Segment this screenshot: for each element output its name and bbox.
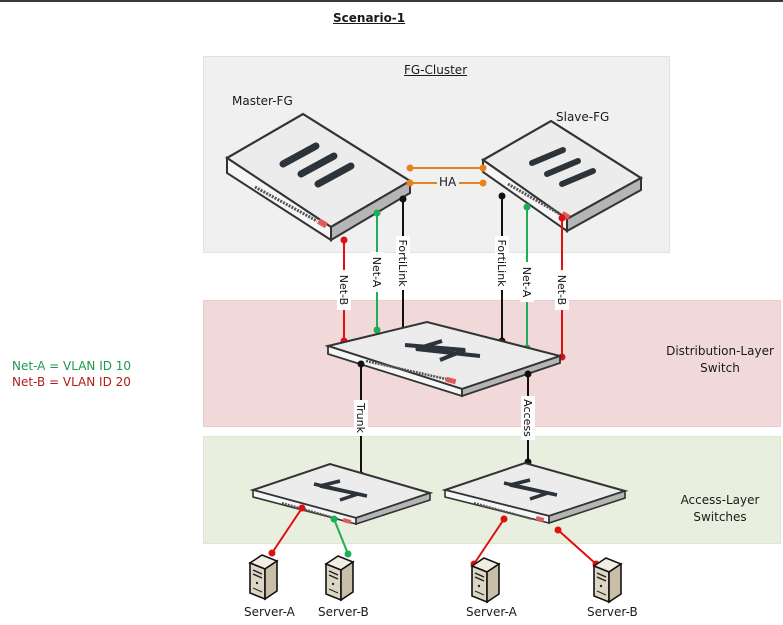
slave-fg-label: Slave-FG	[556, 110, 610, 124]
label-net-a-slave: Net-A	[520, 267, 533, 298]
fortinet-logo-icon	[317, 218, 328, 229]
label-net-b-slave: Net-B	[555, 275, 568, 305]
access-layer-label: Access-Layer Switches	[670, 492, 770, 526]
server-icon	[324, 555, 355, 602]
server-icon	[470, 557, 501, 604]
access-layer-label-line1: Access-Layer	[680, 493, 760, 507]
diagram-title: Scenario-1	[333, 11, 406, 25]
distribution-layer-label-line1: Distribution-Layer	[666, 344, 774, 358]
label-net-b-master: Net-B	[337, 275, 350, 305]
label-net-a-master: Net-A	[370, 257, 383, 288]
distribution-layer-label-line2: Switch	[700, 361, 740, 375]
fg-vent-icon	[279, 142, 320, 168]
server-label-3: Server-A	[466, 605, 517, 619]
server-label-1: Server-A	[244, 605, 295, 619]
access-layer-label-line2: Switches	[693, 510, 747, 524]
server-icon	[592, 557, 623, 604]
ha-link	[406, 164, 487, 190]
legend-net-b: Net-B = VLAN ID 20	[12, 375, 131, 389]
master-fg-label: Master-FG	[232, 94, 293, 108]
label-fortilink-slave: FortiLink	[495, 239, 508, 287]
access-switch-2-device	[441, 461, 629, 525]
master-fg-device	[224, 112, 413, 242]
top-border	[0, 0, 783, 2]
access-switch-1-device	[249, 462, 434, 526]
server-label-2: Server-B	[318, 605, 369, 619]
label-fortilink-master: FortiLink	[396, 239, 409, 287]
ha-label: HA	[439, 175, 457, 189]
distribution-layer-label: Distribution-Layer Switch	[660, 343, 780, 377]
fg-cluster-label: FG-Cluster	[404, 63, 468, 77]
label-trunk: Trunk	[354, 402, 367, 434]
legend-net-a: Net-A = VLAN ID 10	[12, 359, 132, 373]
server-label-4: Server-B	[587, 605, 638, 619]
label-access: Access	[521, 399, 534, 437]
slave-fg-device	[480, 119, 644, 233]
distribution-switch-device	[324, 320, 564, 398]
server-icon	[248, 554, 279, 601]
